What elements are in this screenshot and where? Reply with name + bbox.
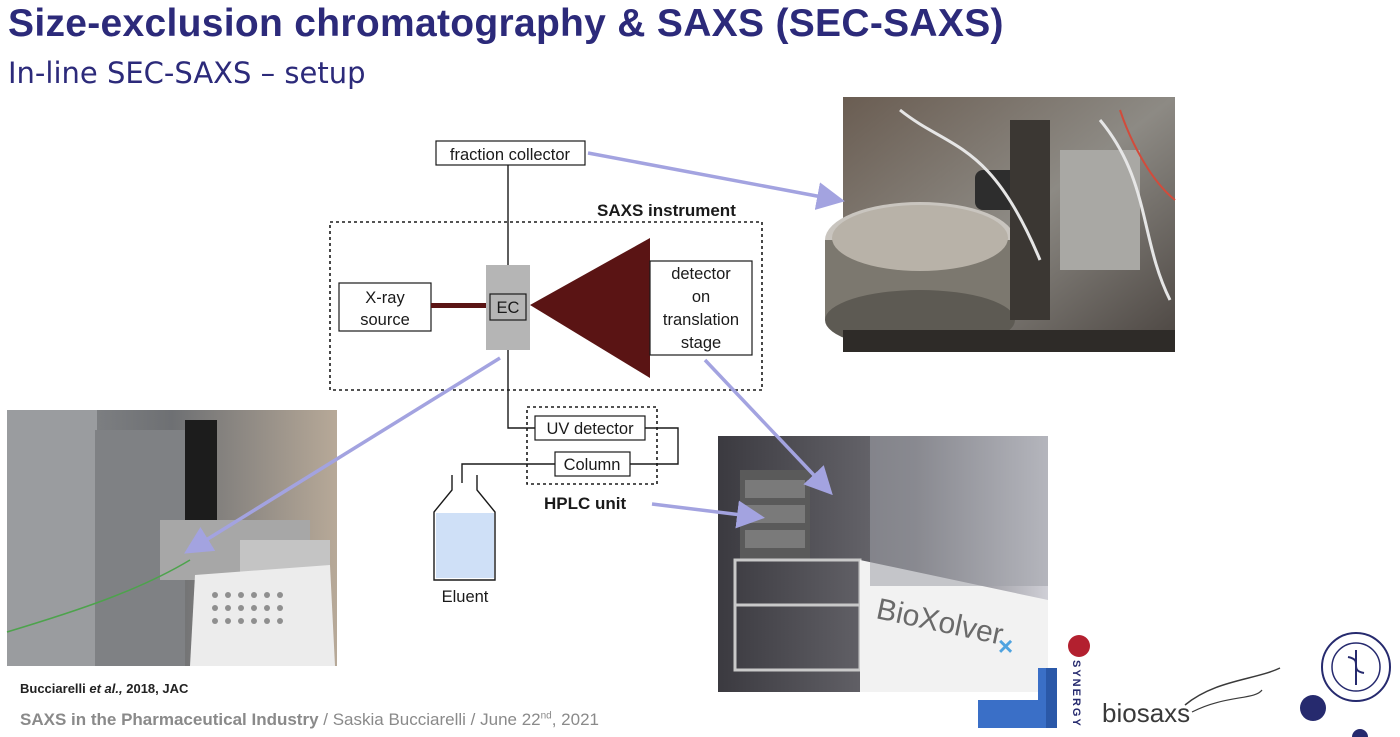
- photo-fraction-collector: [825, 97, 1176, 352]
- ec-box: [489, 293, 527, 321]
- arrow-detector: [703, 358, 833, 496]
- synergy-text: SYNERGY: [1070, 660, 1082, 728]
- slide-title: Size-exclusion chromatography & SAXS (SE…: [8, 2, 1004, 45]
- footer-separator-2: /: [465, 710, 481, 729]
- column-label: Column: [564, 456, 621, 474]
- detector-label-line1: detector: [671, 265, 731, 283]
- footer-speaker: Saskia Bucciarelli: [332, 710, 466, 729]
- arrow-hplc: [651, 500, 765, 529]
- column-box: [554, 451, 631, 477]
- photo-bioxolver: BioXolver ×: [718, 436, 1048, 692]
- footer-talk-title: SAXS in the Pharmaceutical Industry: [20, 710, 319, 729]
- eluent-label: Eluent: [442, 588, 489, 606]
- synergy-logo: SYNERGY: [978, 635, 1090, 728]
- footer: SAXS in the Pharmaceutical Industry / Sa…: [20, 710, 599, 730]
- uv-detector-label: UV detector: [546, 420, 634, 438]
- arrow-ec: [184, 356, 501, 554]
- footer-separator-1: /: [318, 710, 333, 729]
- detector-label-line3: translation: [663, 311, 739, 329]
- hplc-unit-label: HPLC unit: [544, 494, 626, 513]
- diagram-connections: [461, 165, 679, 483]
- uv-detector-box: [534, 415, 646, 441]
- hplc-unit-box: [526, 406, 658, 485]
- detector-box: [649, 260, 753, 356]
- fraction-collector-label: fraction collector: [450, 146, 571, 164]
- photo-saxs-instrument: [6, 410, 337, 666]
- ec-label: EC: [497, 299, 520, 317]
- biosaxs-logo: biosaxs: [1102, 667, 1281, 728]
- citation-etal: et al.,: [89, 681, 123, 696]
- citation-rest: 2018, JAC: [122, 681, 189, 696]
- xray-source-label-line1: X-ray: [365, 289, 405, 307]
- footer-date-sup: nd: [540, 710, 552, 722]
- eluent-bottle: [433, 475, 496, 581]
- detector-label-line4: stage: [681, 334, 721, 352]
- xray-source-label-line2: source: [360, 311, 410, 329]
- footer-date-prefix: June 22: [480, 710, 541, 729]
- fraction-collector-box: [435, 140, 586, 166]
- saxs-instrument-label: SAXS instrument: [597, 201, 736, 220]
- saxs-instrument-box: [329, 221, 763, 391]
- bioxolver-x-mark: ×: [998, 631, 1013, 661]
- citation: Bucciarelli et al., 2018, JAC: [20, 681, 188, 696]
- callout-arrows: [184, 151, 845, 554]
- citation-authors: Bucciarelli: [20, 681, 90, 696]
- biosaxs-text: biosaxs: [1102, 698, 1190, 728]
- scattering-cone: [530, 238, 650, 378]
- xray-beam: [431, 303, 487, 308]
- university-seal-logo: [1300, 632, 1391, 737]
- slide-subtitle: In-line SEC-SAXS – setup: [8, 56, 366, 90]
- detector-label-line2: on: [692, 288, 710, 306]
- footer-date-suffix: , 2021: [551, 710, 599, 729]
- arrow-fraction-collector: [587, 151, 845, 210]
